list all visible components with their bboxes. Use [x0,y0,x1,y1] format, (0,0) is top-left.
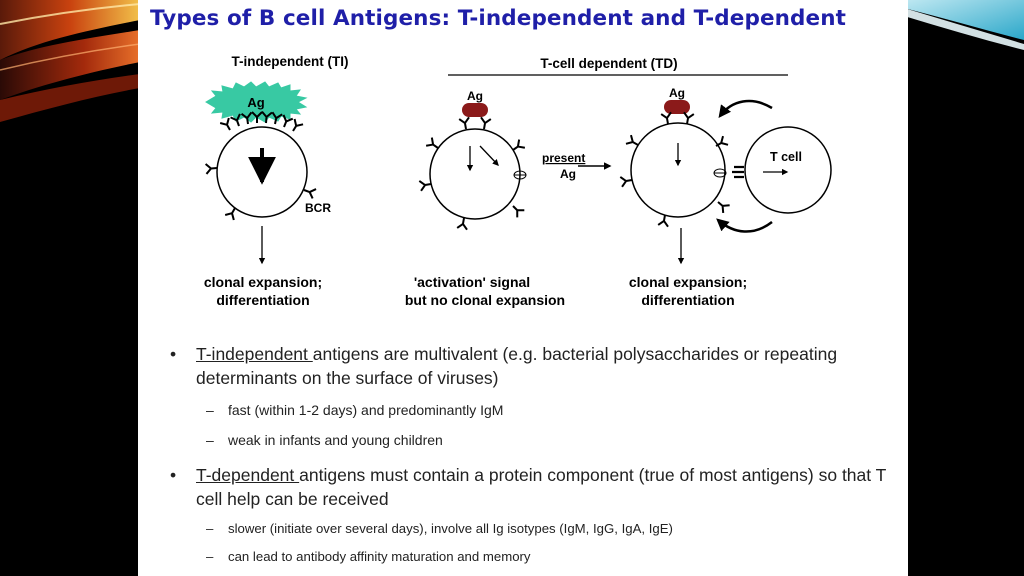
td-outcome-line2: differentiation [641,292,734,308]
bullet-2-text: antigens must contain a protein componen… [196,465,887,509]
td-antigen-1 [462,103,488,117]
sub-bullet-2b-text: can lead to antibody affinity maturation… [228,549,531,564]
slide-title: Types of B cell Antigens: T-independent … [150,6,846,31]
bullet-1-term: T-independent [196,344,313,364]
sub-bullet-1a-text: fast (within 1-2 days) and predominantly… [228,402,504,418]
dash: – [206,432,214,448]
bullet-dot: • [170,344,177,364]
dash: – [206,402,214,418]
td-antigen-2 [664,100,690,114]
present-label-line1: present [542,151,585,165]
td-outcome-line1: clonal expansion; [629,274,747,290]
ti-outcome-line1: clonal expansion; [204,274,322,290]
bullet-1-text: antigens are multivalent (e.g. bacterial… [196,344,838,388]
bullet-2-term: T-dependent [196,465,300,485]
t-help-arrow-top [718,99,773,118]
t-help-arrow-bottom [716,218,773,233]
dash: – [206,549,214,564]
td-antigen-1-label: Ag [467,89,483,103]
bullet-dot: • [170,465,177,485]
bcr-label: BCR [305,201,331,215]
present-label-line2: Ag [560,167,576,181]
ti-heading: T-independent (TI) [232,54,349,69]
td-cell-1-signal-arrow-diag [479,145,499,166]
td-b-cell-helped [630,122,726,218]
td-cell-1-mhc-icon [513,170,527,180]
td-antigen-2-label: Ag [669,86,685,100]
left-decorative-background [0,0,140,576]
td-b-cell-activation [429,128,521,220]
td-heading: T-cell dependent (TD) [540,56,677,71]
right-decorative-background [904,0,1024,576]
td-cell-2-mhc-icon [713,168,727,178]
b-cell-antigen-diagram: T-independent (TI) T-cell dependent (TD)… [204,54,832,308]
sub-bullet-2a-text: slower (initiate over several days), inv… [228,521,673,536]
ti-outcome-line2: differentiation [216,292,309,308]
ti-multivalent-antigen [205,81,308,123]
mid-outcome-line1: 'activation' signal [414,274,530,290]
sub-bullet-1b-text: weak in infants and young children [228,432,443,448]
dash: – [206,521,214,536]
t-cell-label: T cell [770,150,802,164]
tcr-receptor-icon [732,165,744,179]
mid-outcome-line2: but no clonal expansion [405,292,565,308]
t-cell [744,126,832,214]
ti-antigen-label: Ag [247,95,264,110]
slide: Types of B cell Antigens: T-independent … [138,0,908,576]
